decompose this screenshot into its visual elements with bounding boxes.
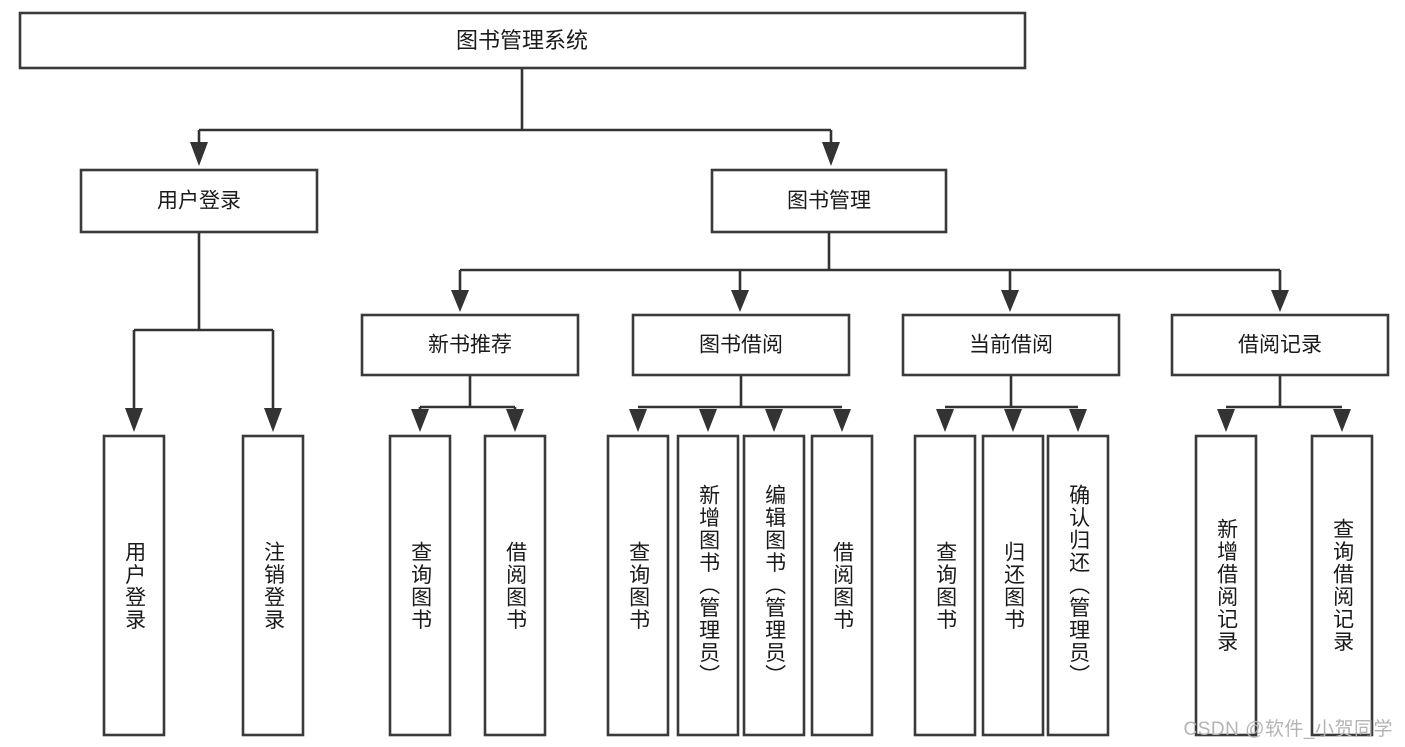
connectors-current-borrow — [936, 375, 1087, 432]
arrow-history-leaf2 — [1333, 409, 1351, 432]
node-new-book-recommend[interactable]: 新书推荐 — [360, 313, 580, 377]
connectors-borrow-history — [1217, 375, 1351, 432]
connectors-new-book-rec — [411, 375, 524, 432]
node-root-label: 图书管理系统 — [456, 28, 588, 53]
arrow-root-to-user — [190, 142, 208, 166]
node-current-borrow-label: 当前借阅 — [969, 334, 1053, 357]
arrow-user-leaf1 — [125, 408, 143, 432]
arrow-borrow-leaf4 — [833, 409, 851, 432]
arrow-borrow-leaf2 — [699, 409, 717, 432]
leaf-box-user-login[interactable] — [102, 434, 166, 737]
node-book-management-box[interactable] — [710, 168, 948, 234]
node-root-box[interactable] — [18, 11, 1027, 70]
connectors-root — [190, 68, 840, 166]
node-borrow-history[interactable]: 借阅记录 — [1170, 313, 1390, 377]
node-user-login-box[interactable] — [79, 168, 319, 234]
node-current-borrow[interactable]: 当前借阅 — [901, 313, 1121, 377]
arrow-current-leaf3 — [1069, 409, 1087, 432]
leaf-box-rec-query-book[interactable] — [388, 434, 452, 737]
node-book-management-label: 图书管理 — [787, 190, 871, 213]
node-book-borrow-box[interactable] — [631, 313, 851, 377]
leaf-box-borrow-add-book-admin[interactable] — [676, 434, 740, 737]
arrow-current-leaf2 — [1004, 409, 1022, 432]
csdn-watermark: CSDN @软件_小贺同学 — [1183, 719, 1393, 740]
node-new-book-recommend-label: 新书推荐 — [428, 334, 512, 357]
node-current-borrow-box[interactable] — [901, 313, 1121, 377]
leaf-box-history-add-record[interactable] — [1194, 434, 1258, 737]
arrow-books-to-new-book-rec — [451, 290, 469, 312]
arrow-borrow-leaf3 — [765, 409, 783, 432]
node-user-login[interactable]: 用户登录 — [79, 168, 319, 234]
arrow-books-to-current — [1001, 290, 1019, 312]
connectors-book-borrow — [629, 375, 851, 432]
arrow-root-to-books — [822, 142, 840, 166]
connectors-book-management — [451, 232, 1289, 312]
leaf-box-borrow-edit-book-admin[interactable] — [742, 434, 806, 737]
node-user-login-label: 用户登录 — [157, 190, 241, 213]
leaf-box-borrow-borrow-book[interactable] — [810, 434, 874, 737]
leaf-box-current-query-book[interactable] — [913, 434, 977, 737]
arrow-history-leaf1 — [1217, 409, 1235, 432]
leaf-box-history-query-record[interactable] — [1310, 434, 1374, 737]
arrow-borrow-leaf1 — [629, 409, 647, 432]
arrow-user-leaf2 — [264, 408, 282, 432]
node-book-borrow-label: 图书借阅 — [699, 334, 783, 357]
arrow-books-to-borrow — [731, 290, 749, 312]
node-borrow-history-box[interactable] — [1170, 313, 1390, 377]
leaf-box-borrow-query-book[interactable] — [606, 434, 670, 737]
leaf-box-user-logout[interactable] — [241, 434, 305, 737]
node-borrow-history-label: 借阅记录 — [1238, 334, 1322, 357]
leaf-box-current-confirm-return-admin[interactable] — [1046, 434, 1110, 737]
node-root[interactable]: 图书管理系统 — [18, 11, 1027, 70]
node-new-book-recommend-box[interactable] — [360, 313, 580, 377]
leaf-box-rec-borrow-book[interactable] — [483, 434, 547, 737]
connectors-user-login — [125, 232, 282, 432]
arrow-books-to-history — [1271, 290, 1289, 312]
leaf-boxes — [102, 434, 1374, 737]
arrow-current-leaf1 — [936, 409, 954, 432]
leaf-box-current-return-book[interactable] — [981, 434, 1045, 737]
node-book-management[interactable]: 图书管理 — [710, 168, 948, 234]
arrow-rec-leaf1 — [411, 409, 429, 432]
node-book-borrow[interactable]: 图书借阅 — [631, 313, 851, 377]
arrow-rec-leaf2 — [506, 409, 524, 432]
